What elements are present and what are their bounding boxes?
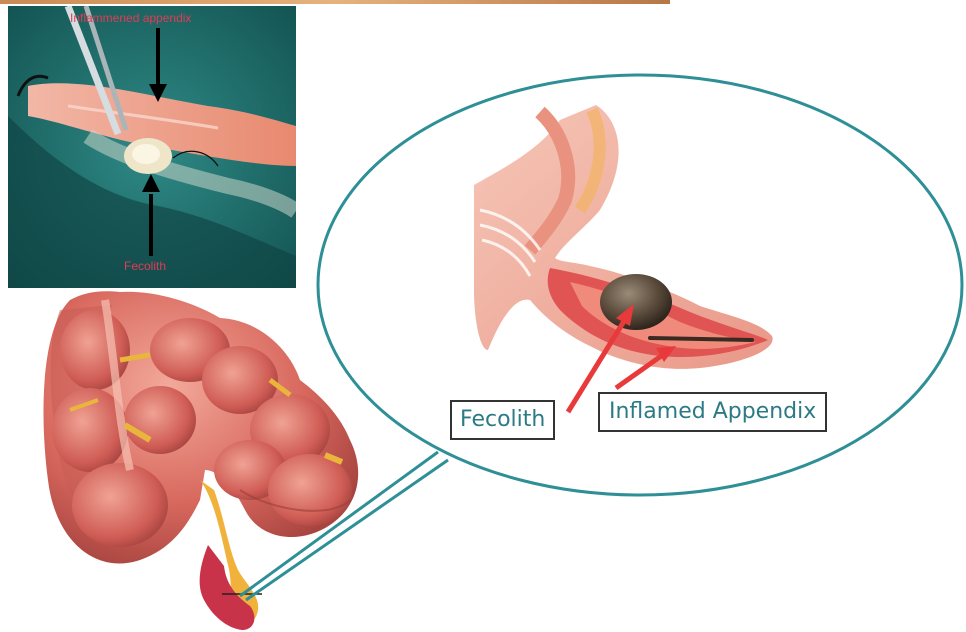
photo-label-fecolith: Fecolith xyxy=(124,259,166,273)
surgical-photo-inset: Inflammened appendix Fecolith xyxy=(8,6,296,288)
intestines xyxy=(43,291,358,630)
label-inflamed-appendix: Inflamed Appendix xyxy=(598,392,827,432)
label-fecolith: Fecolith xyxy=(450,400,555,440)
surgical-photo xyxy=(8,6,296,288)
fecolith-stone xyxy=(600,274,672,330)
photo-label-appendix: Inflammened appendix xyxy=(70,11,191,25)
